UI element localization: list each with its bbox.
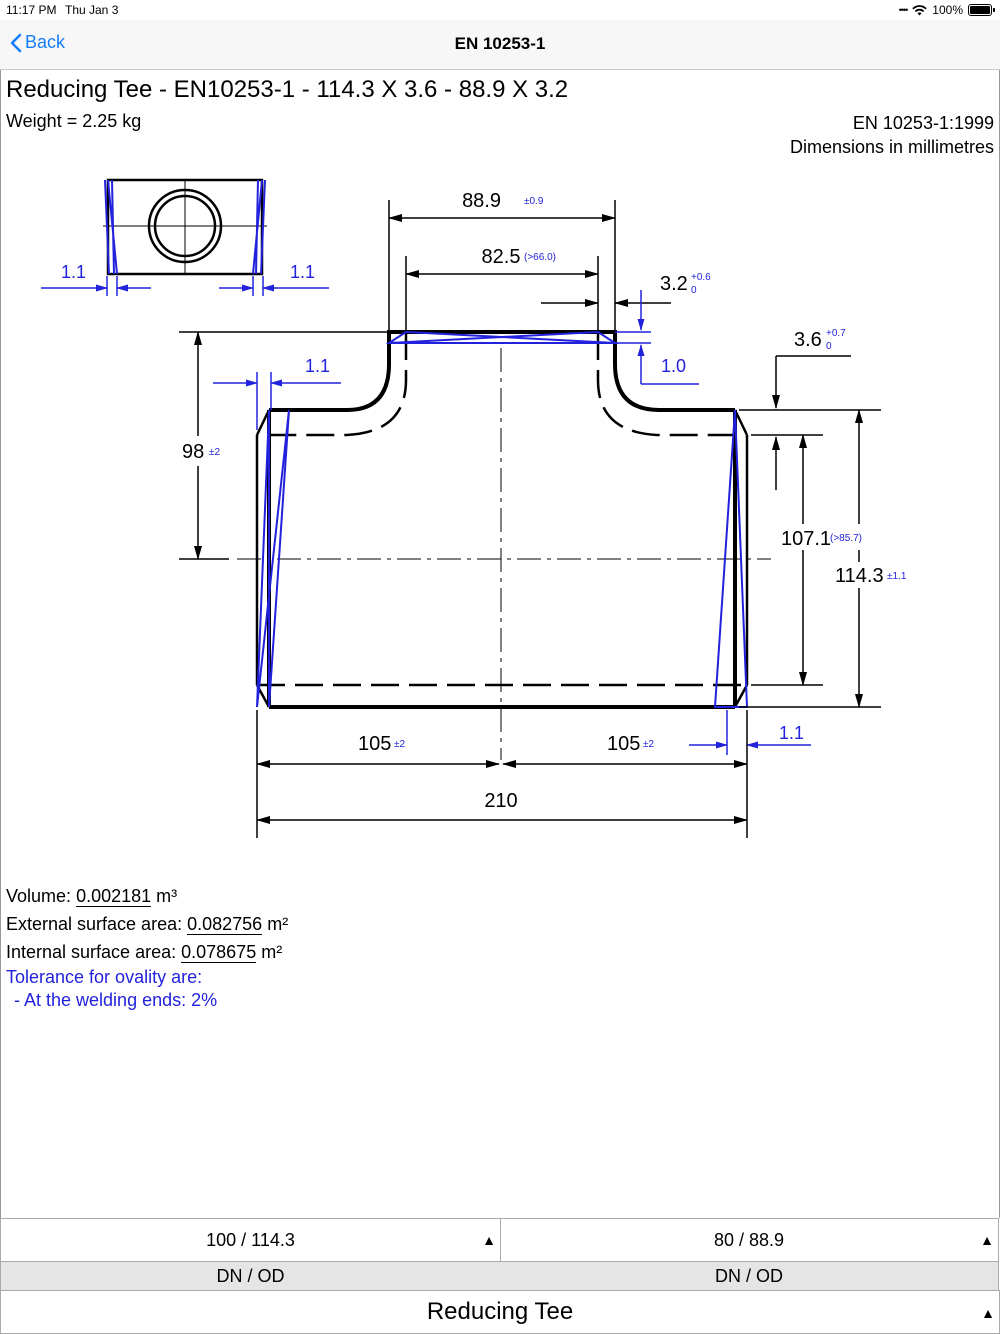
dim-branch-id: 82.5 [482, 246, 521, 268]
battery-icon [968, 4, 995, 16]
external-area-value: 0.082756 [187, 914, 263, 935]
bevel-run-left-label: 1.1 [305, 356, 330, 376]
external-area-row: External surface area: 0.082756 m² [6, 910, 288, 938]
status-right: •••• 100% [898, 3, 995, 17]
external-area-unit: m² [267, 914, 289, 934]
properties-section: Volume: 0.002181 m³ External surface are… [6, 882, 288, 1012]
external-area-label: External surface area: [6, 914, 183, 934]
run-size-value: 100 / 114.3 [206, 1229, 295, 1250]
dim-run-od-tol: ±1.1 [887, 571, 907, 582]
status-time: 11:17 PM [6, 3, 57, 17]
fitting-type-value: Reducing Tee [426, 1298, 574, 1325]
branch-size-value: 80 / 88.9 [713, 1229, 785, 1250]
dim-run-od: 114.3 [835, 565, 884, 587]
dim-run-id: 107.1 [781, 528, 831, 550]
volume-label: Volume: [6, 886, 72, 906]
dim-branch-id-tol: (>66.0) [524, 252, 556, 263]
volume-row: Volume: 0.002181 m³ [6, 882, 288, 910]
weight-text: Weight = 2.25 kg [6, 111, 142, 131]
internal-area-row: Internal surface area: 0.078675 m² [6, 938, 288, 966]
volume-value: 0.002181 [76, 886, 152, 907]
dim-run-id-tol: (>85.7) [830, 533, 862, 544]
page-title: Reducing Tee - EN10253-1 - 114.3 X 3.6 -… [6, 76, 569, 103]
bevel-top-right-label: 1.1 [290, 262, 315, 282]
volume-unit: m³ [156, 886, 178, 906]
standard-code: EN 10253-1:1999 [852, 113, 994, 133]
technical-drawing: 1.1 1.1 8 [41, 178, 913, 838]
dim-run-wall: 3.6 [794, 329, 822, 351]
branch-size-caption: DN / OD [500, 1261, 999, 1290]
dim-half-right-tol: ±2 [643, 739, 654, 750]
triangle-up-icon: ▲ [482, 1232, 496, 1248]
back-button[interactable]: Back [10, 32, 65, 53]
end-view: 1.1 1.1 [41, 178, 329, 296]
dim-half-right: 105 [607, 733, 640, 755]
bottom-selectors: 100 / 114.3 ▲ 80 / 88.9 ▲ DN / OD DN / O… [0, 1218, 1000, 1334]
dimensions: 88.9 ±0.9 82.5 (>66.0) 3.2 +0.6 0 1.0 98… [179, 190, 913, 838]
dim-center-branch: 98 [182, 441, 204, 463]
content-area: Reducing Tee - EN10253-1 - 114.3 X 3.6 -… [0, 70, 1000, 1218]
dim-center-branch-tol: ±2 [209, 447, 220, 458]
dim-branch-wall: 3.2 [660, 273, 688, 295]
back-label: Back [25, 32, 66, 52]
bevel-run-right-label: 1.1 [779, 723, 804, 743]
tolerance-title: Tolerance for ovality are: [6, 967, 203, 987]
battery-percent: 100% [932, 3, 963, 17]
status-bar: 11:17 PM Thu Jan 3 •••• 100% [0, 0, 1000, 20]
dim-half-left: 105 [358, 733, 391, 755]
dim-branch-wall-tol-low: 0 [691, 285, 697, 296]
dim-run-wall-tol-low: 0 [826, 341, 832, 352]
dim-run-wall-tol-up: +0.7 [826, 328, 846, 339]
navigation-bar: Back EN 10253-1 [0, 20, 1000, 70]
triangle-up-icon: ▲ [980, 1232, 994, 1248]
run-size-caption: DN / OD [0, 1261, 501, 1290]
nav-title: EN 10253-1 [454, 34, 546, 53]
chevron-left-icon [10, 33, 22, 52]
wifi-icon [912, 4, 927, 15]
signal-dots-icon: •••• [898, 5, 909, 15]
triangle-up-icon: ▲ [981, 1305, 995, 1321]
dim-branch-od-tol: ±0.9 [524, 196, 544, 207]
internal-area-value: 0.078675 [181, 942, 257, 963]
branch-size-selector[interactable]: 80 / 88.9 ▲ [500, 1218, 999, 1261]
dim-branch-od: 88.9 [462, 190, 501, 212]
standard-info: EN 10253-1:1999 Dimensions in millimetre… [790, 111, 994, 159]
dim-total-length: 210 [484, 790, 517, 812]
units-note: Dimensions in millimetres [789, 137, 994, 157]
fitting-type-selector[interactable]: Reducing Tee ▲ [0, 1290, 1000, 1334]
tee-body [237, 330, 771, 760]
bevel-branch-label: 1.0 [661, 356, 686, 376]
dim-branch-wall-tol-up: +0.6 [691, 272, 711, 283]
internal-area-label: Internal surface area: [6, 942, 177, 962]
status-date: Thu Jan 3 [65, 3, 119, 17]
run-size-selector[interactable]: 100 / 114.3 ▲ [0, 1218, 501, 1261]
bevel-top-left-label: 1.1 [61, 262, 86, 282]
dim-half-left-tol: ±2 [394, 739, 405, 750]
tolerance-item: - At the welding ends: 2% [14, 990, 218, 1010]
internal-area-unit: m² [261, 942, 283, 962]
